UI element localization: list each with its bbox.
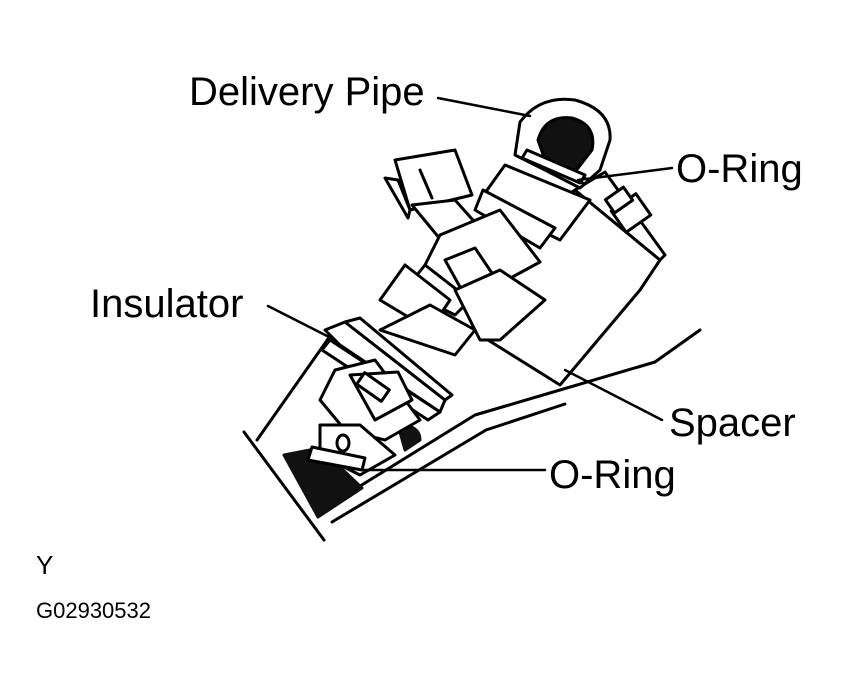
leader-spacer — [565, 370, 662, 420]
insulator-label: Insulator — [90, 282, 244, 326]
o-ring-bottom-label: O-Ring — [549, 453, 676, 497]
view-letter: Y — [36, 550, 54, 580]
leader-insulator — [268, 306, 335, 340]
leader-delivery-pipe — [438, 98, 530, 116]
delivery-pipe — [515, 99, 610, 188]
lower-port-seal — [284, 448, 362, 517]
delivery-pipe-label: Delivery Pipe — [189, 70, 425, 114]
leader-o-ring-top — [578, 168, 672, 180]
spacer-label: Spacer — [669, 401, 796, 445]
injector-nozzle — [308, 360, 420, 475]
injector-main-body — [380, 210, 545, 355]
figure-code: G02930532 — [36, 598, 151, 623]
o-ring-top-label: O-Ring — [676, 147, 803, 191]
injector-upper-body — [475, 153, 590, 248]
o-ring-top — [522, 150, 585, 183]
